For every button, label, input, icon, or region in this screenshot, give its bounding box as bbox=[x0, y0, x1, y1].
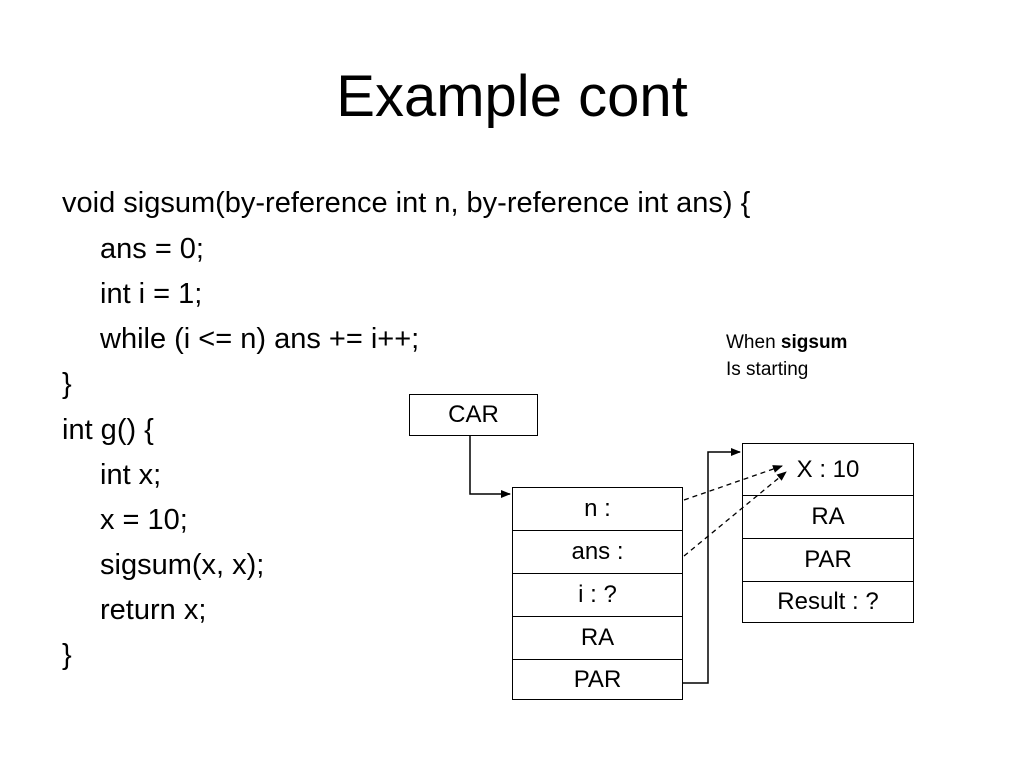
code-line: ans = 0; bbox=[100, 233, 204, 265]
code-line: } bbox=[62, 368, 72, 400]
code-line: return x; bbox=[100, 594, 207, 626]
page-title: Example cont bbox=[336, 64, 688, 129]
code-line: x = 10; bbox=[100, 504, 188, 536]
par-link-arrow bbox=[683, 448, 741, 684]
diagram-note: When sigsum bbox=[726, 331, 847, 355]
diagram-note-line2: Is starting bbox=[726, 359, 809, 380]
n-reference-arrow bbox=[683, 465, 783, 501]
frame-cell-par: PAR bbox=[512, 659, 683, 700]
note-prefix: When bbox=[726, 332, 781, 353]
code-line: void sigsum(by-reference int n, by-refer… bbox=[62, 187, 751, 219]
code-line: int g() { bbox=[62, 414, 154, 446]
note-function-name: sigsum bbox=[780, 332, 848, 353]
frame-cell-result: Result : ? bbox=[742, 581, 914, 623]
code-line: int i = 1; bbox=[100, 278, 203, 310]
car-box: CAR bbox=[409, 394, 538, 436]
ans-reference-arrow bbox=[683, 471, 787, 557]
code-line: while (i <= n) ans += i++; bbox=[100, 323, 420, 355]
frame-cell-par: PAR bbox=[742, 538, 914, 582]
code-line: int x; bbox=[100, 459, 162, 491]
car-link-arrow bbox=[469, 436, 511, 498]
frame-cell-ra: RA bbox=[512, 616, 683, 660]
code-line: sigsum(x, x); bbox=[100, 549, 265, 581]
code-line: } bbox=[62, 639, 72, 671]
